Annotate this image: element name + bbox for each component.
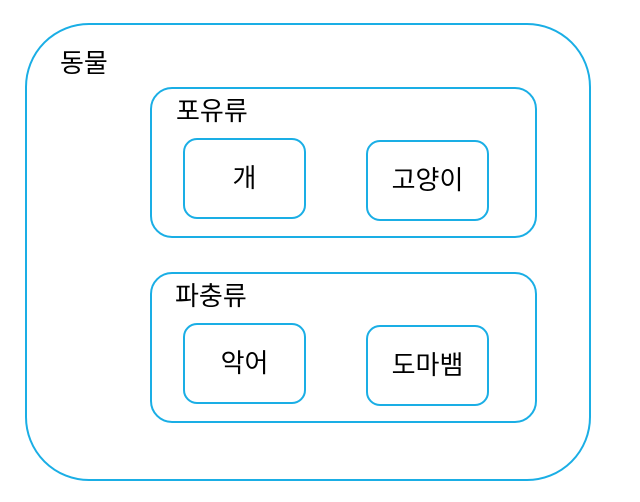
dog-node: 개 (183, 138, 306, 219)
mammal-group-label: 포유류 (176, 97, 248, 127)
cat-label: 고양이 (391, 165, 464, 196)
cat-node: 고양이 (366, 140, 489, 221)
snake-label: 도마뱀 (391, 350, 464, 381)
root-label: 동물 (60, 49, 108, 79)
dog-label: 개 (232, 163, 257, 194)
snake-node: 도마뱀 (366, 325, 489, 406)
crocodile-label: 악어 (220, 348, 269, 379)
reptile-group-label: 파충류 (175, 282, 247, 312)
crocodile-node: 악어 (183, 323, 306, 404)
